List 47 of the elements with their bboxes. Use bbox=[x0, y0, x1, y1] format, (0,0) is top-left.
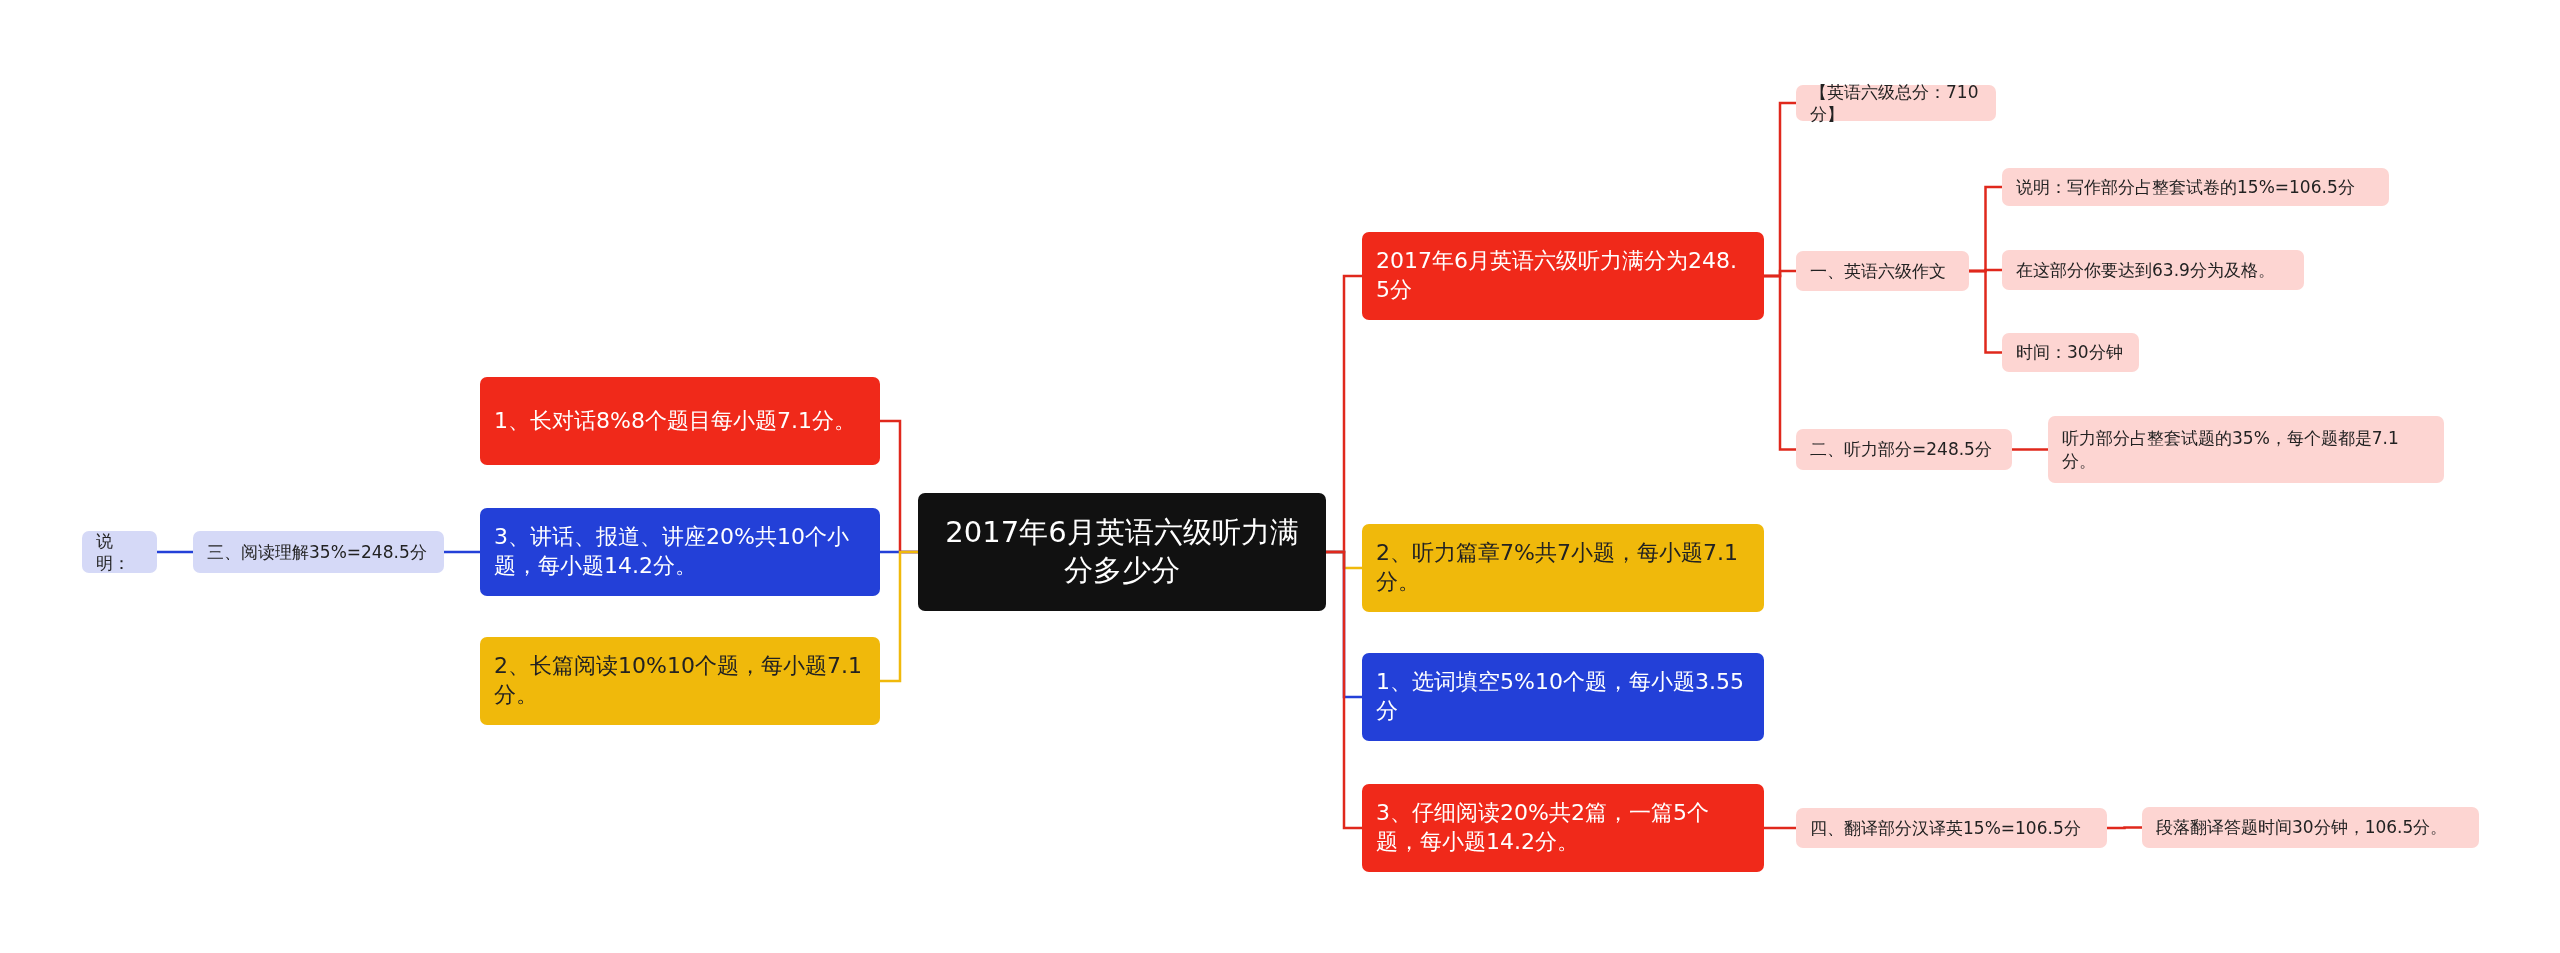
connector-line bbox=[2107, 826, 2142, 830]
central-topic-box bbox=[918, 493, 1326, 611]
topic-box bbox=[1362, 232, 1764, 320]
connector-line bbox=[1764, 826, 1796, 830]
connector-line bbox=[1764, 274, 1796, 451]
topic-text: 时间：30分钟 bbox=[2016, 341, 2123, 364]
topic-text: 1、选词填空5%10个题，每小题3.55分 bbox=[1376, 668, 1745, 725]
topic-box bbox=[1796, 429, 2012, 470]
topic-text: 3、讲话、报道、讲座20%共10个小题，每小题14.2分。 bbox=[494, 523, 850, 580]
topic-text: 2017年6月英语六级听力满分多少分 bbox=[944, 514, 1300, 589]
topic-box bbox=[480, 377, 880, 465]
topic-text: 二、听力部分=248.5分 bbox=[1810, 438, 1992, 461]
topic-text: 【英语六级总分：710分】 bbox=[1810, 80, 1980, 126]
topic-box bbox=[1362, 524, 1764, 612]
topic-box bbox=[2002, 333, 2139, 372]
topic-text: 三、阅读理解35%=248.5分 bbox=[207, 540, 427, 564]
topic-text: 说明：写作部分占整套试卷的15%=106.5分 bbox=[2016, 175, 2355, 199]
connector-line bbox=[157, 550, 193, 554]
topic-box bbox=[1362, 653, 1764, 741]
topic-text: 四、翻译部分汉译英15%=106.5分 bbox=[1810, 816, 2081, 840]
topic-box bbox=[2002, 168, 2389, 206]
topic-box bbox=[2002, 250, 2304, 290]
topic-box bbox=[480, 637, 880, 725]
connector-line bbox=[444, 550, 480, 554]
topic-text: 2、听力篇章7%共7小题，每小题7.1分。 bbox=[1376, 539, 1739, 596]
connector-line bbox=[1326, 550, 1362, 830]
topic-text: 2、长篇阅读10%10个题，每小题7.1分。 bbox=[494, 652, 863, 709]
connector-line bbox=[2012, 448, 2048, 451]
topic-text: 段落翻译答题时间30分钟，106.5分。 bbox=[2156, 816, 2448, 839]
topic-box bbox=[1796, 85, 1996, 121]
topic-text: 3、仔细阅读20%共2篇，一篇5个题，每小题14.2分。 bbox=[1376, 799, 1710, 856]
connector-line bbox=[880, 550, 918, 683]
topic-box bbox=[1362, 784, 1764, 872]
topic-box bbox=[2142, 807, 2479, 848]
topic-box bbox=[82, 531, 157, 573]
connector-line bbox=[1969, 269, 2002, 354]
topic-text: 一、英语六级作文 bbox=[1810, 259, 1946, 283]
topic-box bbox=[480, 508, 880, 596]
topic-text: 听力部分占整套试题的35%，每个题都是7.1分。 bbox=[2062, 427, 2400, 472]
topic-text: 2017年6月英语六级听力满分为248.5分 bbox=[1376, 247, 1738, 304]
topic-box bbox=[2048, 416, 2444, 483]
topic-text: 在这部分你要达到63.9分为及格。 bbox=[2016, 258, 2275, 282]
topic-box bbox=[1796, 808, 2107, 848]
topic-text: 1、长对话8%8个题目每小题7.1分。 bbox=[494, 406, 856, 435]
topic-box bbox=[1796, 251, 1969, 291]
topic-text: 说明： bbox=[96, 529, 131, 575]
topic-box bbox=[193, 531, 444, 573]
